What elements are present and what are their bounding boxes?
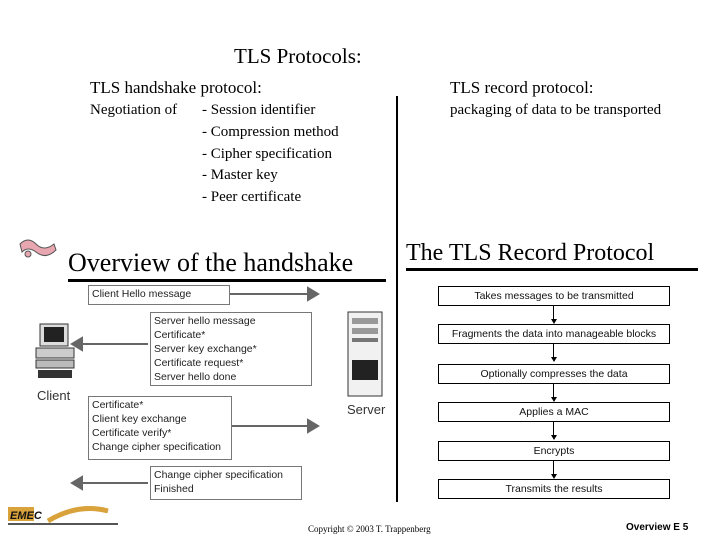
handshake-heading: TLS handshake protocol: xyxy=(90,78,262,97)
copyright-text: Copyright © 2003 T. Trappenberg xyxy=(308,524,431,534)
message-label: Certificate verify* xyxy=(92,427,172,439)
negotiation-item: - Master key xyxy=(202,167,278,183)
message-label: Server hello done xyxy=(154,371,237,383)
message-label: Client key exchange xyxy=(92,413,187,425)
flow-connector xyxy=(553,343,554,357)
record-step: Optionally compresses the data xyxy=(438,364,670,384)
message-label: Server hello message xyxy=(154,315,256,327)
svg-text:EMEC: EMEC xyxy=(10,510,43,522)
handshake-arrows xyxy=(70,286,320,491)
message-label: Server key exchange* xyxy=(154,343,257,355)
title-underline xyxy=(406,268,698,271)
negotiation-item: - Cipher specification xyxy=(202,146,332,162)
record-figure-title: The TLS Record Protocol xyxy=(406,240,655,266)
flow-arrow xyxy=(551,319,557,324)
arrow-right-head xyxy=(307,286,320,302)
arrow-left-head xyxy=(70,475,83,491)
emec-logo: EMEC xyxy=(8,506,118,525)
client-computer-icon xyxy=(35,323,75,378)
page-number: Overview E 5 xyxy=(626,522,689,533)
record-description: packaging of data to be transported xyxy=(450,102,662,118)
negotiation-label: Negotiation of xyxy=(90,102,178,118)
server-hello-box: Server hello message Certificate* Server… xyxy=(150,312,312,386)
arrow-left-head xyxy=(70,336,83,352)
client-key-box: Certificate* Client key exchange Certifi… xyxy=(88,396,232,460)
message-label: Change cipher specification xyxy=(92,441,221,453)
record-step: Transmits the results xyxy=(438,479,670,499)
flow-connector xyxy=(553,305,554,319)
flow-connector xyxy=(553,383,554,397)
flow-arrow xyxy=(551,397,557,402)
message-label: Client Hello message xyxy=(92,288,192,300)
negotiation-item: - Peer certificate xyxy=(202,189,302,205)
column-divider xyxy=(396,96,398,502)
client-hello-box: Client Hello message xyxy=(88,285,230,305)
negotiation-item: - Compression method xyxy=(202,124,339,140)
handshake-icon xyxy=(19,239,57,258)
record-step: Takes messages to be transmitted xyxy=(438,286,670,306)
handshake-figure-title: Overview of the handshake xyxy=(68,248,354,277)
client-label: Client xyxy=(37,388,71,403)
flow-arrow xyxy=(551,435,557,440)
record-step: Encrypts xyxy=(438,441,670,461)
record-step: Applies a MAC xyxy=(438,402,670,422)
message-label: Certificate* xyxy=(92,399,144,411)
message-label: Change cipher specification xyxy=(154,469,283,481)
message-label: Certificate* xyxy=(154,329,206,341)
server-label: Server xyxy=(347,402,386,417)
title-underline xyxy=(68,279,386,282)
message-label: Certificate request* xyxy=(154,357,244,369)
server-finished-box: Change cipher specification Finished xyxy=(150,466,302,500)
record-step: Fragments the data into manageable block… xyxy=(438,324,670,344)
slide-title: TLS Protocols: xyxy=(234,44,362,68)
flow-arrow xyxy=(551,474,557,479)
arrow-right-head xyxy=(307,418,320,434)
flow-connector xyxy=(553,421,554,435)
server-icon xyxy=(347,311,383,397)
message-label: Finished xyxy=(154,483,194,495)
flow-connector xyxy=(553,460,554,474)
record-heading: TLS record protocol: xyxy=(450,78,594,97)
negotiation-item: - Session identifier xyxy=(202,102,316,118)
flow-arrow xyxy=(551,357,557,362)
